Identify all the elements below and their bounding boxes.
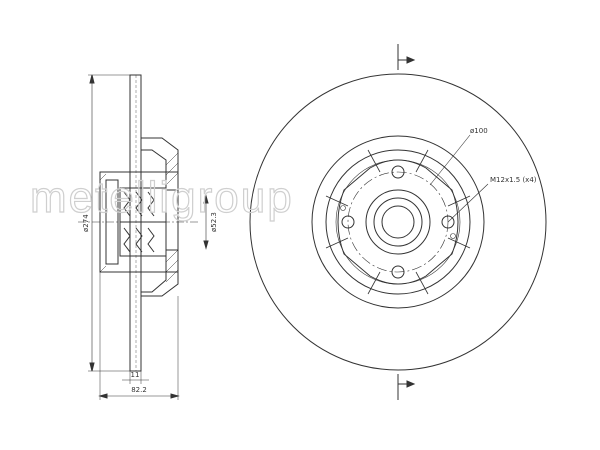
bolt-hole-right <box>441 215 455 229</box>
bearing-inner-ring <box>373 197 423 247</box>
disc-thickness-label: 11 <box>131 371 140 379</box>
hub-ribs <box>325 149 471 295</box>
bore-diameter-label: ø52.3 <box>210 212 218 232</box>
od-arrow-bottom <box>89 362 95 372</box>
bore-arrow-bottom <box>203 240 209 250</box>
disc-plate-section <box>129 74 142 372</box>
bearing-rollers-lower-right <box>147 227 155 253</box>
pitch-circle <box>347 171 449 273</box>
bearing-rollers-lower-mid <box>135 227 143 253</box>
bearing-outer-ring <box>365 189 431 255</box>
bolt-thread-label: M12x1.5 (x4) <box>490 176 537 184</box>
bearing-rollers-lower-left <box>123 227 131 253</box>
od-arrow-top <box>89 74 95 84</box>
hat-outer-edge <box>325 149 471 295</box>
bearing-rollers-upper-mid <box>135 191 143 217</box>
bolt-hole-bottom <box>391 265 405 279</box>
hat-step-edge <box>335 159 461 285</box>
bolt-hole-left <box>341 215 355 229</box>
hub-flange-outline <box>337 159 459 285</box>
center-bore <box>381 205 415 239</box>
height-arrow-left <box>98 393 108 399</box>
watermark-text: metelligroup <box>30 173 294 222</box>
section-hatching <box>99 152 179 283</box>
section-view <box>78 74 209 400</box>
section-cut-arrow-top-head <box>406 56 416 64</box>
outer-diameter-label: ø274 <box>82 214 90 232</box>
section-cut-arrow-bottom-head <box>406 380 416 388</box>
disc-outer-edge <box>249 73 547 371</box>
locating-hole-left <box>340 205 346 211</box>
pitch-circle-label: ø100 <box>470 127 488 135</box>
height-arrow-right <box>170 393 180 399</box>
hat-lower-section <box>140 249 179 297</box>
bore-arrow-top <box>203 194 209 204</box>
bolt-hole-top <box>391 165 405 179</box>
bearing-rollers-upper-left <box>123 191 131 217</box>
friction-ring-inner-edge <box>311 135 485 309</box>
front-view <box>249 44 547 400</box>
locating-hole-right <box>450 233 456 239</box>
pitch-circle-leader <box>429 134 471 186</box>
bolt-thread-leader <box>447 183 489 223</box>
total-height-label: 82.2 <box>131 386 147 394</box>
bearing-rollers-upper-right <box>147 191 155 217</box>
